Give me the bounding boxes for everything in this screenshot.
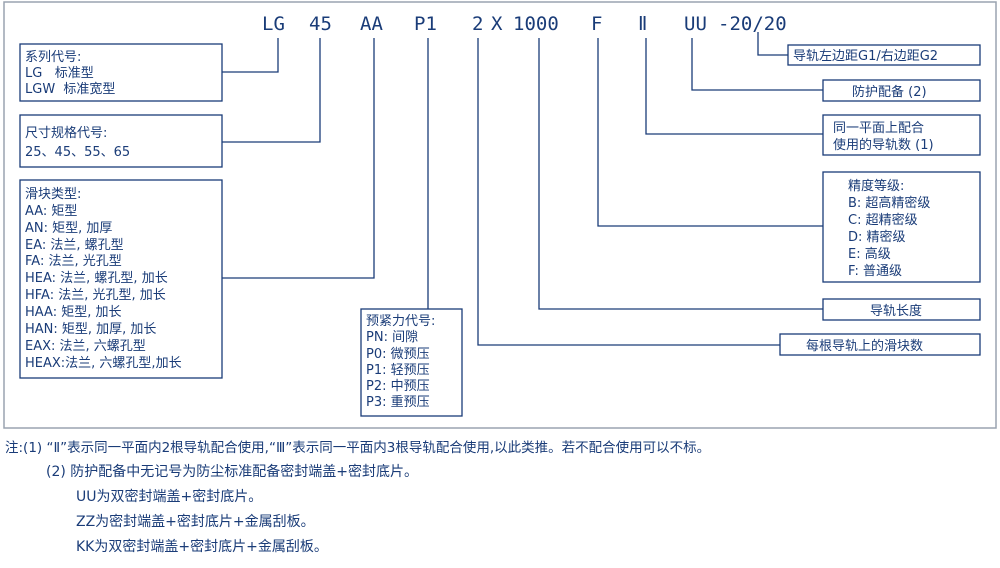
- precision-title: 精度等级:: [848, 178, 904, 194]
- part-number-diagram: LG 45 AA P1 2 X 1000 F Ⅱ UU -20/20 系列代号:…: [3, 1, 997, 429]
- blocks-per-rail-box: 每根导轨上的滑块数: [779, 333, 981, 356]
- precision-e: E: 高级: [848, 246, 891, 262]
- code-part-protection: UU: [684, 13, 707, 35]
- preload-p1: P1: 轻预压: [366, 363, 430, 378]
- connector-series: [222, 38, 279, 73]
- block-heax: HEAX:法兰, 六螺孔型,加长: [25, 356, 182, 371]
- code-part-block: AA: [360, 13, 383, 35]
- plane-rails-line2: 使用的导轨数 (1): [833, 137, 934, 153]
- rail-edge-label: 导轨左边距G1/右边距G2: [793, 49, 938, 64]
- connector-rail-edge: [757, 32, 788, 56]
- connector-precision: [597, 38, 823, 227]
- precision-f: F: 普通级: [848, 264, 902, 279]
- code-part-x: X: [491, 13, 503, 35]
- preload-p3: P3: 重预压: [366, 394, 430, 410]
- connector-lines: [222, 32, 823, 346]
- preload-box: 预紧力代号: PN: 间隙 P0: 微预压 P1: 轻预压 P2: 中预压 P3…: [360, 308, 463, 417]
- block-type-box: 滑块类型: AA: 矩型 AN: 矩型, 加厚 EA: 法兰, 螺孔型 FA: …: [19, 179, 223, 379]
- note-line-1: 注:(1) “Ⅱ”表示同一平面内2根导轨配合使用,“Ⅲ”表示同一平面内3根导轨配…: [5, 440, 711, 456]
- block-hfa: HFA: 法兰, 光孔型, 加长: [25, 288, 166, 303]
- size-box: 尺寸规格代号: 25、45、55、65: [19, 114, 223, 168]
- note-line-4: ZZ为密封端盖+密封底片+金属刮板。: [76, 514, 315, 530]
- preload-pn: PN: 间隙: [366, 330, 418, 345]
- block-fa: FA: 法兰, 光孔型: [25, 254, 122, 269]
- connector-block: [222, 38, 375, 279]
- code-part-precision: F: [591, 13, 602, 35]
- code-part-size: 45: [309, 13, 332, 35]
- series-box: 系列代号: LG 标准型 LGW 标准宽型: [19, 43, 223, 102]
- protection-box: 防护配备 (2): [822, 79, 981, 102]
- connector-protection: [691, 38, 823, 91]
- code-part-lg: LG: [262, 13, 285, 35]
- block-han: HAN: 矩型, 加厚, 加长: [25, 322, 156, 337]
- precision-box: 精度等级: B: 超高精密级 C: 超精密级 D: 精密级 E: 高级 F: 普…: [822, 171, 981, 283]
- code-part-blocks-count: 2: [472, 13, 483, 35]
- preload-title: 预紧力代号:: [366, 314, 435, 329]
- note-line-3: UU为双密封端盖+密封底片。: [76, 489, 263, 505]
- block-an: AN: 矩型, 加厚: [25, 221, 112, 236]
- connector-size: [222, 38, 321, 143]
- series-lgw: LGW 标准宽型: [25, 81, 115, 97]
- size-title: 尺寸规格代号:: [25, 125, 107, 141]
- block-ea: EA: 法兰, 螺孔型: [25, 238, 124, 253]
- protection-label: 防护配备 (2): [852, 84, 927, 100]
- rail-length-label: 导轨长度: [870, 303, 922, 319]
- plane-rails-line1: 同一平面上配合: [833, 121, 924, 136]
- preload-p0: P0: 微预压: [366, 347, 430, 362]
- block-eax: EAX: 法兰, 六螺孔型: [25, 339, 146, 354]
- code-part-preload: P1: [414, 13, 437, 35]
- outer-frame: [3, 1, 997, 429]
- code-part-length: 1000: [513, 13, 559, 35]
- connector-rail-length: [538, 38, 823, 310]
- rail-length-box: 导轨长度: [822, 298, 981, 321]
- plane-rails-box: 同一平面上配合 使用的导轨数 (1): [822, 114, 981, 156]
- series-title: 系列代号:: [25, 50, 81, 65]
- block-aa: AA: 矩型: [25, 204, 77, 219]
- size-values: 25、45、55、65: [25, 145, 130, 160]
- note-line-5: KK为双密封端盖+密封底片+金属刮板。: [76, 539, 328, 555]
- block-haa: HAA: 矩型, 加长: [25, 305, 121, 320]
- precision-c: C: 超精密级: [848, 212, 918, 228]
- precision-b: B: 超高精密级: [848, 195, 930, 211]
- code-part-edge: -20/20: [718, 13, 787, 35]
- precision-d: D: 精密级: [848, 229, 906, 245]
- connector-plane-rails: [645, 38, 823, 135]
- note-line-2: (2) 防护配备中无记号为防尘标准配备密封端盖+密封底片。: [46, 464, 419, 480]
- blocks-per-rail-label: 每根导轨上的滑块数: [806, 338, 923, 354]
- code-string: LG 45 AA P1 2 X 1000 F Ⅱ UU -20/20: [262, 13, 787, 35]
- connector-blocks-per-rail: [477, 38, 780, 346]
- preload-p2: P2: 中预压: [366, 379, 430, 394]
- series-lg: LG 标准型: [25, 66, 94, 81]
- block-hea: HEA: 法兰, 螺孔型, 加长: [25, 271, 168, 286]
- block-title: 滑块类型:: [25, 187, 81, 202]
- code-part-rails: Ⅱ: [638, 13, 647, 35]
- rail-edge-box: 导轨左边距G1/右边距G2: [787, 44, 981, 66]
